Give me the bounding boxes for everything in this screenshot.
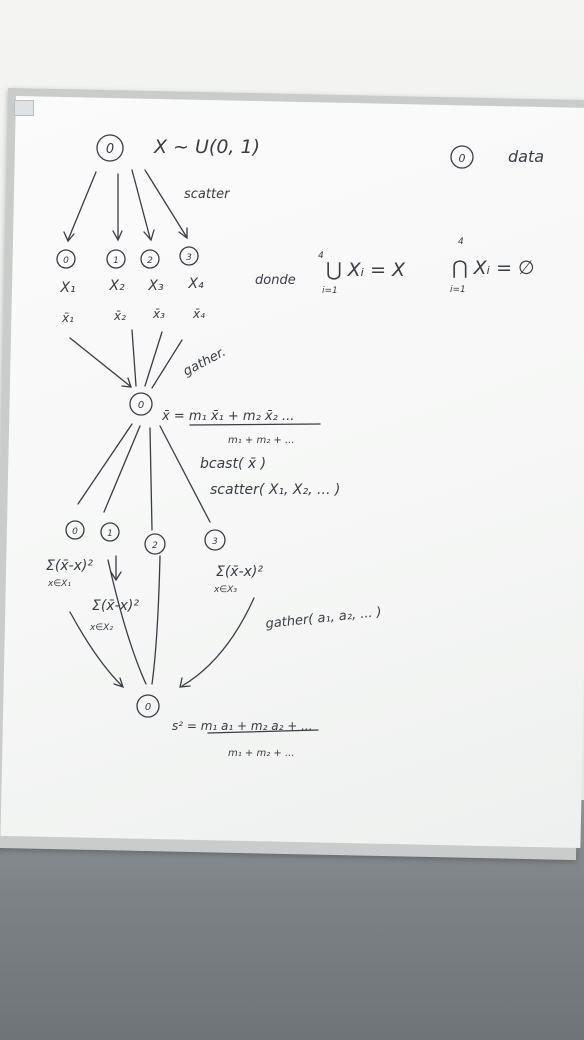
final-arrow-1 xyxy=(107,559,147,685)
worker-set-2: X₃ xyxy=(147,278,164,294)
rank2-label-0: 0 xyxy=(72,527,78,537)
root-node-circle xyxy=(96,134,124,162)
sum-subscript-0: x∈X₁ xyxy=(47,579,71,589)
scatter-label: scatter xyxy=(184,187,231,202)
worker-node-2 xyxy=(140,249,160,269)
scatter-arrow-0 xyxy=(67,171,97,241)
sum-subscript-3: x∈X₃ xyxy=(213,585,237,595)
gather-arrow-1 xyxy=(131,329,137,387)
rank2-label-3: 3 xyxy=(212,537,218,547)
worker-mean-2: x̄₃ xyxy=(152,307,165,321)
rank2-node-1 xyxy=(100,522,120,542)
variance-numerator: s² = m₁ a₁ + m₂ a₂ + ... xyxy=(172,719,313,733)
arrowhead xyxy=(178,227,188,240)
worker-rank-0: 0 xyxy=(63,256,69,266)
scatter-arrow-2 xyxy=(131,169,151,239)
bcast-label: bcast( x̄ ) xyxy=(200,456,266,472)
worker-mean-0: x̄₁ xyxy=(61,311,74,325)
gather-arrow-0 xyxy=(69,337,131,387)
gather2-label: gather( a₁, a₂, ... ) xyxy=(265,605,383,632)
arrowhead xyxy=(143,229,155,242)
worker-set-1: X₂ xyxy=(108,278,125,294)
rank2-node-0 xyxy=(65,520,85,540)
data-label: data xyxy=(508,147,544,166)
worker-rank-3: 3 xyxy=(186,253,192,263)
worker-mean-1: x̄₂ xyxy=(113,309,126,323)
arrowhead xyxy=(110,571,122,582)
mean-numerator: x̄ = m₁ x̄₁ + m₂ x̄₂ ... xyxy=(161,409,294,424)
worker-rank-2: 2 xyxy=(147,256,153,266)
union-bottom: i=1 xyxy=(322,286,338,296)
intersection-bottom: i=1 xyxy=(450,285,466,295)
worker-set-3: X₄ xyxy=(187,276,204,292)
final-node-circle xyxy=(136,694,160,718)
sum-expression-3: Σ(x̄-x)² xyxy=(216,564,263,580)
arrowhead xyxy=(63,231,75,243)
variance-denominator: m₁ + m₂ + ... xyxy=(228,748,295,759)
rank2-label-1: 1 xyxy=(107,529,113,539)
mean-denominator: m₁ + m₂ + ... xyxy=(228,435,295,446)
rank2-label-2: 2 xyxy=(152,541,158,551)
data-node-circle xyxy=(450,145,474,169)
rank2-node-2 xyxy=(144,533,166,555)
sum-expression-0: Σ(x̄-x)² xyxy=(46,558,93,574)
middle-node-label: 0 xyxy=(138,400,144,411)
worker-mean-3: x̄₄ xyxy=(192,307,205,321)
mean-fraction-bar xyxy=(189,423,321,426)
arrowhead xyxy=(112,230,123,242)
worker-node-1 xyxy=(106,249,126,269)
worker-node-3 xyxy=(179,246,199,266)
arrowhead xyxy=(121,377,132,388)
intersection-equation: ⋂ Xᵢ = ∅ xyxy=(452,257,535,279)
donde-label: donde xyxy=(255,273,296,288)
gather-arrow-3 xyxy=(151,339,183,389)
bcast-line-2 xyxy=(149,427,153,531)
arrowhead xyxy=(113,677,125,689)
middle-node-circle xyxy=(129,392,153,416)
distribution-label: X ~ U(0, 1) xyxy=(153,136,260,158)
worker-node-0 xyxy=(56,249,76,269)
sum-subscript-1: x∈X₂ xyxy=(89,623,113,633)
gather-label: gather. xyxy=(181,345,229,380)
final-arrow-3 xyxy=(181,597,255,687)
scatter-arrow-3 xyxy=(144,169,187,237)
union-top: 4 xyxy=(318,251,324,261)
bcast-line-3 xyxy=(159,425,211,523)
intersection-top: 4 xyxy=(458,237,464,247)
sum-expression-1: Σ(x̄-x)² xyxy=(92,598,139,614)
bcast-line-1 xyxy=(103,425,141,513)
worker-rank-1: 1 xyxy=(113,256,119,266)
gather-arrow-2 xyxy=(144,331,163,387)
final-arrow-0 xyxy=(69,611,123,687)
board-sticker xyxy=(14,100,34,116)
final-arrow-2 xyxy=(151,555,161,685)
data-node-label: 0 xyxy=(459,152,466,165)
union-equation: ⋃ Xᵢ = X xyxy=(326,259,406,281)
scatter2-label: scatter( X₁, X₂, ... ) xyxy=(210,482,340,498)
arrowhead xyxy=(179,677,191,688)
root-node-label: 0 xyxy=(106,142,114,157)
variance-fraction-bar xyxy=(207,729,319,734)
worker-set-0: X₁ xyxy=(59,280,75,296)
bcast-line-0 xyxy=(77,423,133,505)
rank2-node-3 xyxy=(204,529,226,551)
final-node-label: 0 xyxy=(145,702,151,713)
